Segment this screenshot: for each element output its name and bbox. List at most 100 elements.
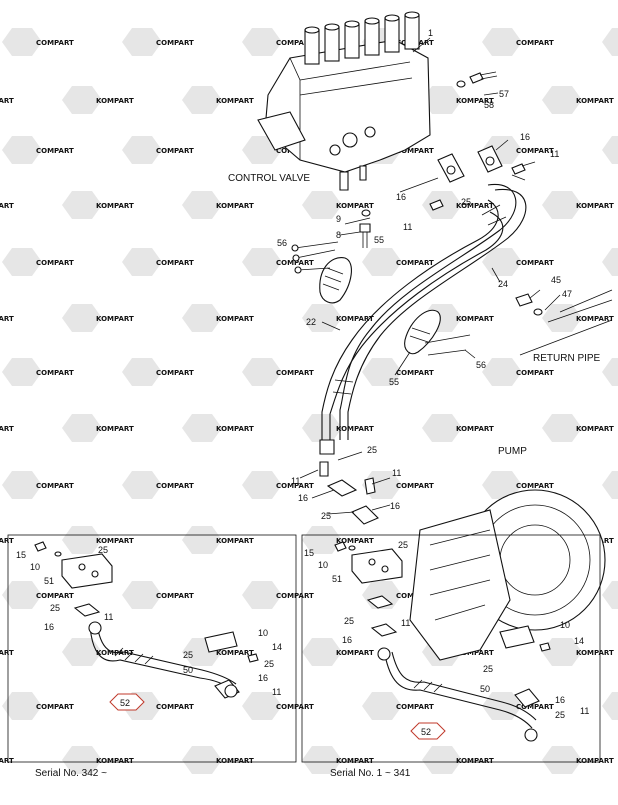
- callout-11: 11: [580, 706, 589, 716]
- watermark-text: KOMPART: [456, 97, 494, 105]
- callout-16: 16: [258, 673, 268, 683]
- watermark-text: COMPART: [276, 703, 314, 711]
- watermark-text: COMPART: [516, 259, 554, 267]
- watermark-logo: [2, 358, 42, 386]
- watermark-logo: [2, 471, 42, 499]
- watermark-text: KOMPART: [0, 537, 14, 545]
- callout-16: 16: [390, 501, 400, 511]
- watermark-logo: [122, 136, 162, 164]
- watermark-logo: [2, 28, 42, 56]
- callout-22: 22: [306, 317, 316, 327]
- watermark-text: COMPART: [36, 703, 74, 711]
- watermark-logo: [302, 638, 342, 666]
- watermark-text: COMPART: [396, 369, 434, 377]
- watermark-logo: [302, 526, 342, 554]
- watermark-text: KOMPART: [336, 315, 374, 323]
- callout-55: 55: [389, 377, 399, 387]
- watermark-text: COMPART: [36, 369, 74, 377]
- callout-56: 56: [476, 360, 486, 370]
- watermark-logo: [422, 414, 462, 442]
- bolt-57: [456, 71, 498, 88]
- callout-25: 25: [344, 616, 354, 626]
- serial-left-label: Serial No. 342 ~: [35, 768, 107, 779]
- watermark-text: KOMPART: [336, 537, 374, 545]
- watermark-text: KOMPART: [216, 315, 254, 323]
- watermark-text: KOMPART: [456, 315, 494, 323]
- watermark-logo: [602, 692, 618, 720]
- callout-10: 10: [318, 560, 328, 570]
- callout-50: 50: [183, 665, 193, 675]
- callout-10: 10: [560, 620, 570, 630]
- watermark-logo: [542, 638, 582, 666]
- watermark-text: COMPART: [276, 482, 314, 490]
- watermark-text: COMPART: [156, 592, 194, 600]
- watermark-logo: [242, 28, 282, 56]
- watermark-logo: [242, 358, 282, 386]
- watermark-text: KOMPART: [96, 757, 134, 765]
- watermark-text: KOMPART: [0, 97, 14, 105]
- watermark-logo: [542, 746, 582, 774]
- callout-58: 58: [484, 100, 494, 110]
- return-pipe-label: RETURN PIPE: [533, 353, 601, 364]
- watermark-logo: [242, 248, 282, 276]
- callout-10: 10: [258, 628, 268, 638]
- watermark-logo: [182, 526, 222, 554]
- watermark-text: KOMPART: [336, 757, 374, 765]
- watermark-logo: [542, 86, 582, 114]
- callout-45: 45: [551, 275, 561, 285]
- callout-11: 11: [550, 149, 559, 159]
- watermark-logo: [122, 248, 162, 276]
- watermark-text: KOMPART: [0, 315, 14, 323]
- callout-51: 51: [44, 576, 54, 586]
- watermark-text: KOMPART: [0, 757, 14, 765]
- watermark-text: COMPART: [396, 147, 434, 155]
- watermark-text: COMPART: [516, 703, 554, 711]
- watermark-text: COMPART: [276, 369, 314, 377]
- callout-16: 16: [555, 695, 565, 705]
- watermark-text: COMPART: [156, 147, 194, 155]
- hose-24: [339, 183, 527, 440]
- watermark-logo: [2, 248, 42, 276]
- callout-25: 25: [555, 710, 565, 720]
- callout-11: 11: [104, 612, 113, 622]
- watermark-logo: [2, 692, 42, 720]
- watermark-logo: [62, 414, 102, 442]
- callout-25: 25: [321, 511, 331, 521]
- watermark-logo: [422, 746, 462, 774]
- callout-16: 16: [396, 192, 406, 202]
- watermark-logo: [362, 692, 402, 720]
- watermark-text: KOMPART: [216, 97, 254, 105]
- watermark-text: KOMPART: [96, 537, 134, 545]
- callout-11: 11: [403, 222, 412, 232]
- callout-11: 11: [401, 618, 410, 628]
- callout-14: 14: [574, 636, 584, 646]
- watermark-text: KOMPART: [336, 202, 374, 210]
- watermark-logo: [602, 358, 618, 386]
- watermark-text: KOMPART: [96, 315, 134, 323]
- watermark-text: COMPART: [516, 482, 554, 490]
- watermark-logo: [302, 746, 342, 774]
- watermark-logo: [122, 471, 162, 499]
- watermark-text: COMPART: [36, 482, 74, 490]
- control-valve: [257, 11, 431, 191]
- callout-15: 15: [304, 548, 314, 558]
- callout-25: 25: [98, 545, 108, 555]
- watermark-logo: [482, 358, 522, 386]
- watermark-text: COMPART: [516, 369, 554, 377]
- control-valve-label: CONTROL VALVE: [228, 173, 310, 184]
- callout-25: 25: [398, 540, 408, 550]
- callout-11: 11: [291, 476, 300, 486]
- callout-16: 16: [520, 132, 530, 142]
- watermark-text: KOMPART: [456, 425, 494, 433]
- callout-55: 55: [374, 235, 384, 245]
- watermark-text: COMPART: [156, 703, 194, 711]
- watermark-text: COMPART: [36, 592, 74, 600]
- watermark-text: COMPART: [396, 703, 434, 711]
- watermark-text: KOMPART: [456, 202, 494, 210]
- watermark-logo: [182, 191, 222, 219]
- watermark-logo: [182, 746, 222, 774]
- callout-52-right: [410, 722, 446, 740]
- callout-51: 51: [332, 574, 342, 584]
- callout-57: 57: [499, 89, 509, 99]
- callout-25: 25: [264, 659, 274, 669]
